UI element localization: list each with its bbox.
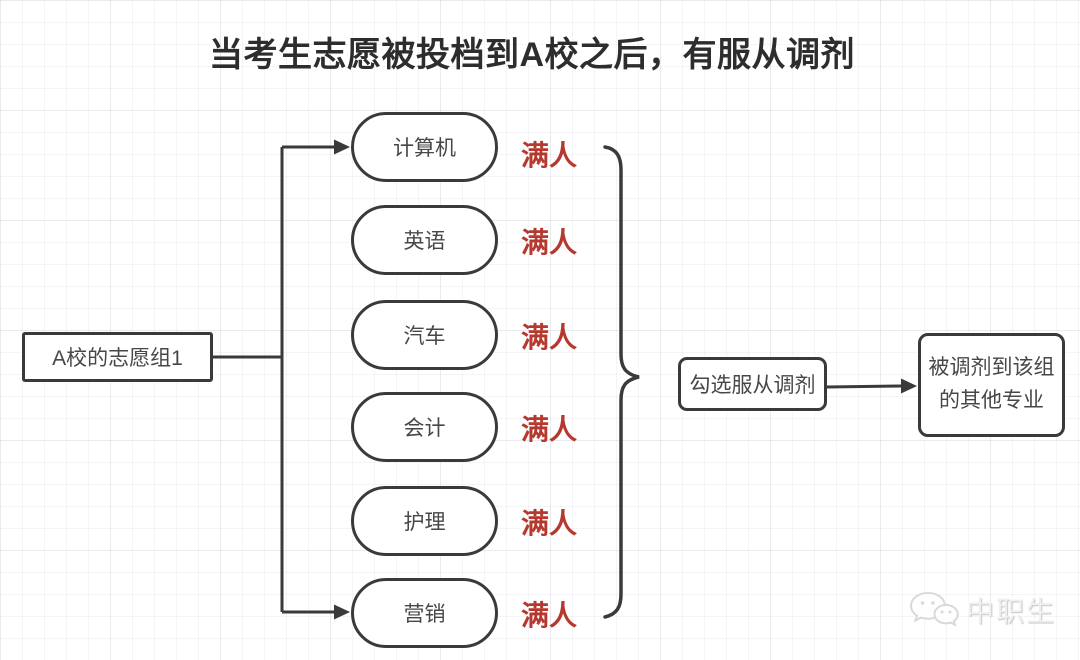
major-label: 汽车 — [403, 325, 446, 348]
source-group-box: A校的志愿组1 — [22, 332, 213, 382]
major-box-marketing: 营销 — [351, 578, 498, 648]
major-box-computer: 计算机 — [351, 112, 498, 182]
result-box-transferred: 被调剂到该组 的其他专业 — [918, 333, 1065, 437]
result-label-line1: 被调剂到该组 — [928, 356, 1055, 380]
status-label-full: 满人 — [521, 600, 578, 631]
major-label: 计算机 — [393, 137, 456, 160]
watermark-text: 中职生 — [966, 596, 1057, 627]
major-label: 会计 — [403, 417, 446, 440]
major-box-automobile: 汽车 — [351, 300, 498, 370]
arrowhead-result — [901, 378, 917, 394]
status-label-full: 满人 — [521, 414, 578, 445]
connector-action-result — [826, 384, 902, 389]
arrowhead-top — [334, 139, 350, 155]
status-label-full: 满人 — [521, 508, 578, 539]
status-label-full: 满人 — [521, 140, 578, 171]
result-label-line2: 的其他专业 — [939, 389, 1044, 412]
wechat-logo-icon — [909, 591, 959, 627]
major-box-nursing: 护理 — [351, 486, 498, 556]
status-label-full: 满人 — [521, 227, 578, 258]
action-label: 勾选服从调剂 — [689, 374, 816, 397]
watermark: 中职生 — [908, 590, 1056, 630]
diagram-title: 当考生志愿被投档到A校之后，有服从调剂 — [208, 36, 856, 74]
major-label: 护理 — [403, 511, 446, 534]
major-box-accounting: 会计 — [351, 392, 498, 462]
source-group-label: A校的志愿组1 — [52, 347, 183, 370]
status-label-full: 满人 — [521, 322, 578, 353]
major-box-english: 英语 — [351, 205, 498, 275]
major-label: 英语 — [403, 230, 446, 253]
major-label: 营销 — [403, 603, 446, 626]
arrowhead-bottom — [334, 604, 350, 620]
grouping-brace — [603, 145, 640, 619]
action-box-obey-adjustment: 勾选服从调剂 — [678, 357, 827, 411]
